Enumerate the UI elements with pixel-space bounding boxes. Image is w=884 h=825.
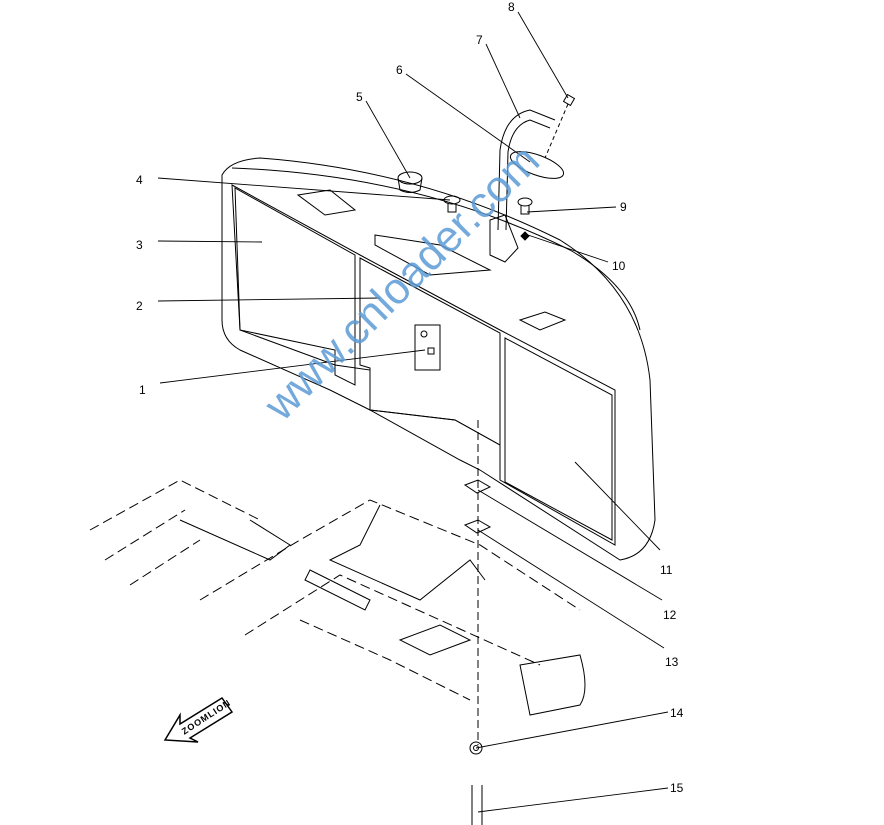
callout-8: 8: [508, 0, 515, 14]
callout-15: 15: [670, 781, 684, 795]
callout-1: 1: [139, 383, 146, 397]
bolt-15: [471, 785, 483, 825]
callout-5: 5: [356, 90, 363, 104]
panel-left: [234, 187, 356, 386]
callout-10: 10: [612, 259, 626, 273]
callout-11: 11: [660, 563, 673, 577]
callout-3: 3: [136, 238, 143, 252]
callout-12: 12: [663, 608, 677, 622]
callout-4: 4: [136, 173, 143, 187]
zoomlion-arrow-icon: [163, 696, 234, 743]
callout-6: 6: [396, 63, 403, 77]
callout-7: 7: [476, 33, 483, 47]
callout-14: 14: [670, 706, 684, 720]
panel-center: [359, 257, 501, 446]
leader-lines: [157, 11, 669, 813]
washer-14: [469, 741, 483, 755]
counterweight-body: [221, 157, 656, 561]
callout-9: 9: [620, 200, 627, 214]
panel-right: [504, 337, 613, 541]
callout-13: 13: [665, 655, 679, 669]
callout-2: 2: [136, 299, 143, 313]
rear-frame: [89, 479, 581, 701]
